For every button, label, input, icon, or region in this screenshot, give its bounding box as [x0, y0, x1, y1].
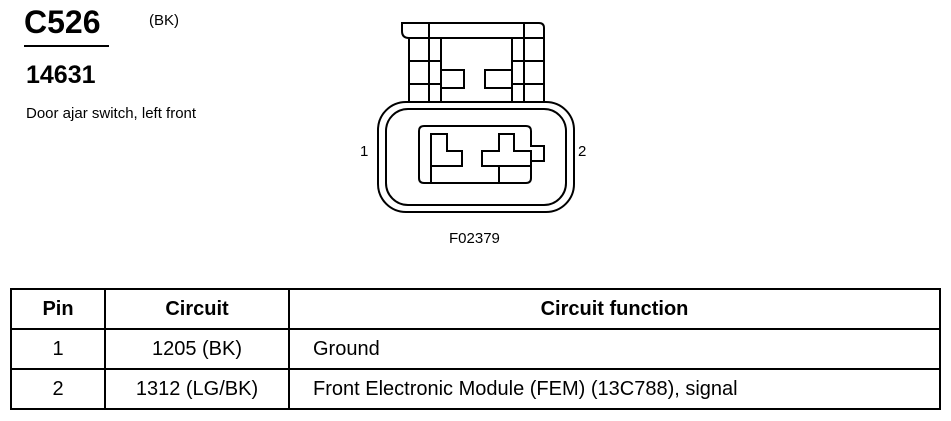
latch-housing-outline	[401, 22, 545, 103]
part-number: 14631	[26, 61, 96, 89]
cell-function: Ground	[288, 328, 941, 370]
terminal-pin-2	[481, 133, 532, 167]
cell-pin: 1	[10, 328, 106, 370]
connector-housing-outer	[377, 101, 575, 213]
title-underline	[24, 45, 109, 47]
pin-table: Pin Circuit Circuit function 1 1205 (BK)…	[10, 288, 941, 410]
header-pin: Pin	[10, 288, 106, 330]
cell-circuit: 1312 (LG/BK)	[104, 368, 290, 410]
latch-nub-right	[484, 69, 513, 89]
cell-function: Front Electronic Module (FEM) (13C788), …	[288, 368, 941, 410]
header-circuit: Circuit	[104, 288, 290, 330]
table-row: 2 1312 (LG/BK) Front Electronic Module (…	[10, 368, 941, 410]
latch-nub-left	[440, 69, 465, 89]
header-circuit-function: Circuit function	[288, 288, 941, 330]
terminal-cavity	[418, 125, 545, 184]
connector-face-drawing	[377, 22, 575, 213]
figure-id: F02379	[449, 230, 500, 247]
connector-description: Door ajar switch, left front	[26, 105, 197, 122]
cell-pin: 2	[10, 368, 106, 410]
cell-circuit: 1205 (BK)	[104, 328, 290, 370]
terminal-pin-1	[430, 133, 463, 183]
connector-color: (BK)	[149, 12, 179, 29]
connector-housing-inner	[385, 108, 567, 206]
pin-label-2: 2	[578, 143, 587, 160]
pin-label-1: 1	[360, 143, 369, 160]
table-header-row: Pin Circuit Circuit function	[10, 288, 941, 330]
table-row: 1 1205 (BK) Ground	[10, 328, 941, 370]
connector-id: C526	[24, 4, 101, 40]
